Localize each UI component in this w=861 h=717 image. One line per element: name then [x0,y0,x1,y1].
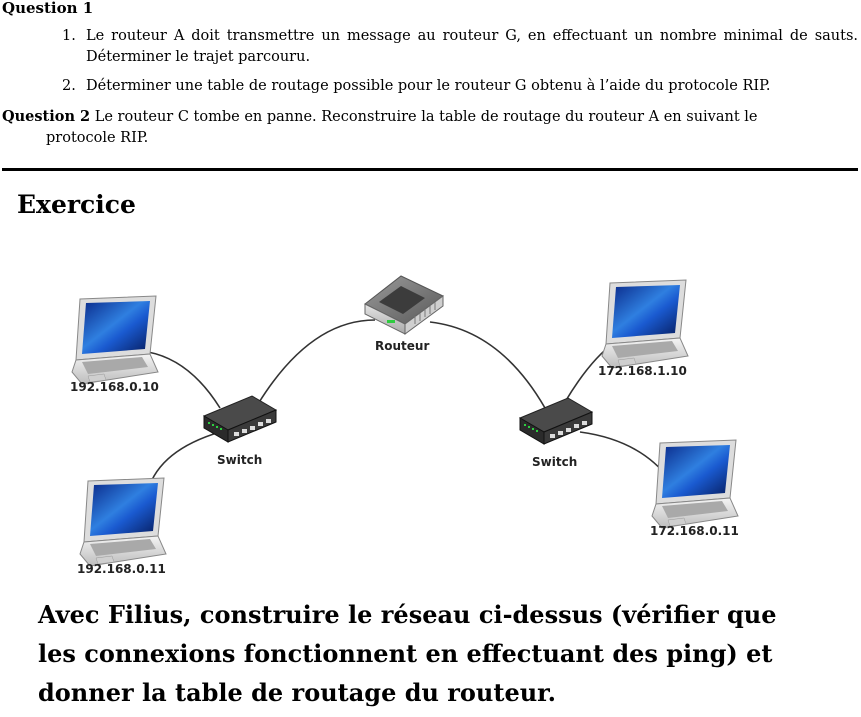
section-divider [2,168,858,171]
instruction-line: Avec Filius, construire le réseau ci-des… [38,600,777,629]
laptop-ip-label: 192.168.0.10 [70,380,159,394]
item-text: Déterminer une table de routage possible… [86,78,771,94]
router-icon [364,275,444,335]
cable-switch-right-laptop4 [579,431,671,481]
item-text: Le routeur A doit transmettre un message… [86,28,858,65]
laptop-icon [71,295,159,385]
laptop-ip-label: 192.168.0.11 [77,562,166,576]
question-2-label: Question 2 [2,108,91,125]
router-label: Routeur [375,339,429,353]
question-1-title: Question 1 [2,0,94,17]
switch-icon [202,395,278,443]
item-number: 1. [62,28,76,44]
item-number: 2. [62,78,76,94]
laptop-icon [651,439,739,529]
question-1-list: 1. Le routeur A doit transmettre un mess… [62,26,858,105]
question-2: Question 2 Le routeur C tombe en panne. … [2,106,858,149]
question-2-line-1: Question 2 Le routeur C tombe en panne. … [2,106,858,128]
switch-icon [518,397,594,445]
question-2-line-2: protocole RIP. [46,130,149,146]
cable-switch-left-router [257,319,376,405]
instruction-line: les connexions fonctionnent en effectuan… [38,639,773,668]
question-1-item: 2. Déterminer une table de routage possi… [62,76,858,97]
laptop-ip-label: 172.168.0.11 [650,524,739,538]
instruction-line: donner la table de routage du routeur. [38,678,556,707]
question-1-item: 1. Le routeur A doit transmettre un mess… [62,26,858,68]
cable-laptop1-switch-left [147,351,221,409]
switch-label: Switch [532,455,577,469]
cable-router-switch-right [429,321,546,409]
question-2-text: Le routeur C tombe en panne. Reconstruir… [94,109,758,125]
switch-label: Switch [217,453,262,467]
instruction-text: Avec Filius, construire le réseau ci-des… [38,595,838,712]
laptop-ip-label: 172.168.1.10 [598,364,687,378]
network-diagram: 192.168.0.10 192.168.0.11 172.168.1.10 1… [70,275,739,576]
laptop-icon [79,477,167,567]
exercise-heading: Exercice [17,190,136,219]
laptop-icon [601,279,689,369]
